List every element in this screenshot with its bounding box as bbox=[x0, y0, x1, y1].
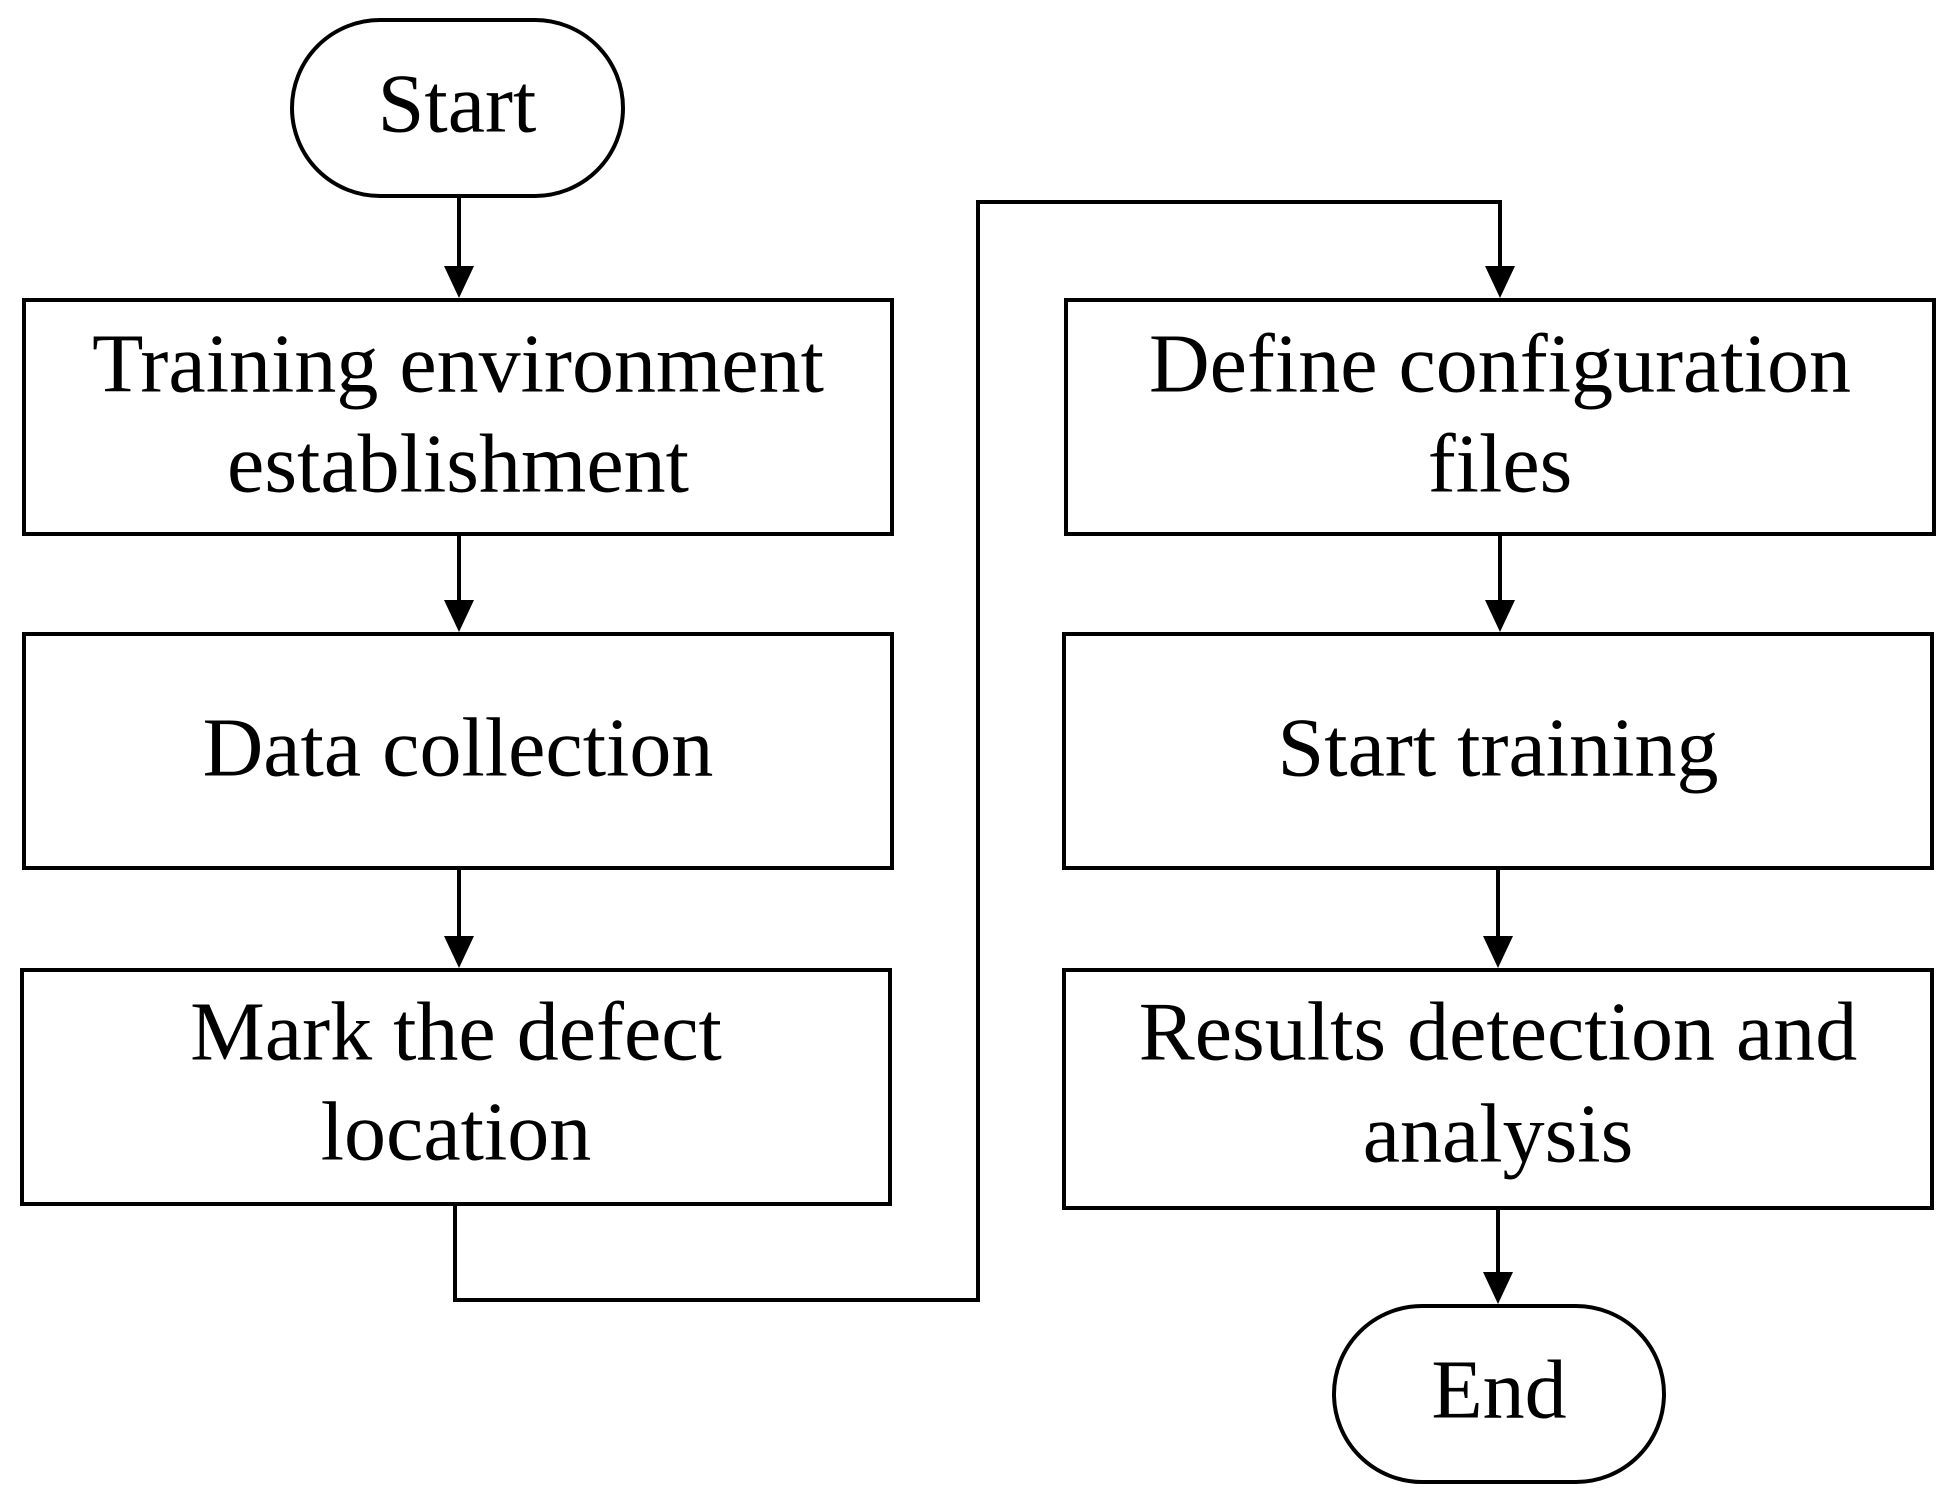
step-label-line1: Define configuration bbox=[1149, 317, 1851, 410]
connector-step2-to-step3 bbox=[444, 868, 474, 968]
step-label-line1: Mark the defect bbox=[190, 985, 722, 1078]
step-label-line1: Data collection bbox=[203, 701, 714, 794]
step-box bbox=[22, 298, 894, 536]
step-mark-defect: Mark the defect location bbox=[20, 968, 892, 1206]
step-training-environment: Training environment establishment bbox=[22, 298, 894, 536]
step-label-line2: analysis bbox=[1363, 1087, 1634, 1180]
connector-step6-to-end bbox=[1483, 1208, 1513, 1304]
connector-step4-to-step5 bbox=[1485, 534, 1515, 632]
connector-step3-to-step4 bbox=[453, 200, 1515, 1302]
step-data-collection: Data collection bbox=[22, 632, 894, 870]
end-label: End bbox=[1431, 1343, 1566, 1436]
connector-step1-to-step2 bbox=[444, 534, 474, 632]
step-start-training: Start training bbox=[1062, 632, 1934, 870]
arrowhead-icon bbox=[444, 600, 474, 632]
arrowhead-icon bbox=[1483, 1272, 1513, 1304]
end-shape bbox=[1332, 1304, 1666, 1484]
step-box bbox=[1064, 298, 1936, 536]
step-results-detection: Results detection and analysis bbox=[1062, 968, 1934, 1210]
step-label-line1: Training environment bbox=[92, 317, 824, 410]
arrowhead-icon bbox=[444, 266, 474, 298]
step-label-line1: Results detection and bbox=[1139, 985, 1858, 1078]
step-label-line2: location bbox=[321, 1085, 592, 1178]
arrowhead-icon bbox=[1485, 266, 1515, 298]
end-terminator: End bbox=[1332, 1304, 1666, 1484]
arrowhead-icon bbox=[1485, 600, 1515, 632]
start-terminator: Start bbox=[290, 18, 625, 198]
step-box bbox=[20, 968, 892, 1206]
step-label-line2: files bbox=[1428, 417, 1573, 510]
arrowhead-icon bbox=[444, 936, 474, 968]
arrowhead-icon bbox=[1483, 936, 1513, 968]
step-label-line2: establishment bbox=[227, 417, 689, 510]
step-box bbox=[22, 632, 894, 870]
connector-step5-to-step6 bbox=[1483, 868, 1513, 968]
step-label-line1: Start training bbox=[1278, 701, 1719, 794]
connector-start-to-step1 bbox=[444, 196, 474, 298]
start-label: Start bbox=[378, 57, 537, 150]
step-define-configuration: Define configuration files bbox=[1064, 298, 1936, 536]
